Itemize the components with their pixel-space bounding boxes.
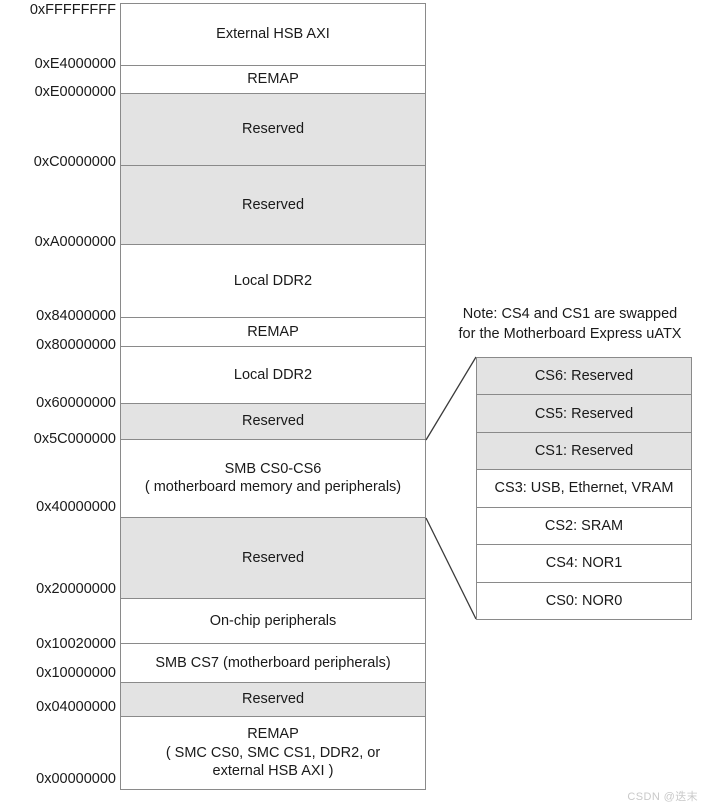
memory-block: Reserved (121, 165, 425, 246)
address-label-column: 0xFFFFFFFF 0xE4000000 0xE0000000 0xC0000000… (0, 0, 116, 812)
cs-row-label: CS0: NOR0 (545, 592, 623, 609)
address-label: 0xC0000000 (33, 154, 116, 170)
cs-row-label: CS3: USB, Ethernet, VRAM (494, 480, 674, 497)
address-label: 0x04000000 (36, 699, 116, 715)
memory-block-label: Reserved (241, 691, 305, 708)
address-label: 0x20000000 (36, 581, 116, 597)
memory-block-label: SMB CS7 (motherboard peripherals) (155, 655, 391, 672)
memory-block-label: REMAP (247, 71, 299, 88)
memory-block: Reserved (121, 683, 425, 718)
cs-row-label: CS4: NOR1 (545, 555, 623, 572)
cs-row: CS4: NOR1 (477, 545, 691, 583)
memory-block: Reserved (121, 517, 425, 600)
cs-row: CS5: Reserved (477, 395, 691, 433)
memory-block-label: Local DDR2 (233, 366, 313, 383)
memory-block-label: REMAP ( SMC CS0, SMC CS1, DDR2, or exter… (165, 726, 381, 780)
address-label: 0x00000000 (36, 771, 116, 787)
memory-block-label: Reserved (241, 413, 305, 430)
address-label: 0x60000000 (36, 395, 116, 411)
watermark: CSDN @迭末 (627, 791, 698, 803)
memory-block-label: Reserved (241, 196, 305, 213)
cs-row-label: CS1: Reserved (534, 443, 634, 460)
address-label: 0x10000000 (36, 665, 116, 681)
cs-row: CS6: Reserved (477, 358, 691, 396)
cs-row-label: CS2: SRAM (544, 517, 624, 534)
memory-block: SMB CS0-CS6 ( motherboard memory and per… (121, 439, 425, 518)
memory-block-label: External HSB AXI (216, 26, 330, 43)
memory-block: Local DDR2 (121, 347, 425, 404)
cs-row-label: CS6: Reserved (534, 368, 634, 385)
memory-block: SMB CS7 (motherboard peripherals) (121, 644, 425, 684)
cs-row-label: CS5: Reserved (534, 405, 634, 422)
address-label: 0x84000000 (36, 308, 116, 324)
memory-block-label: Reserved (241, 120, 305, 137)
cs-swap-note: Note: CS4 and CS1 are swapped for the Mo… (458, 306, 682, 342)
memory-block: REMAP ( SMC CS0, SMC CS1, DDR2, or exter… (121, 717, 425, 790)
memory-block: REMAP (121, 318, 425, 348)
address-label: 0xE4000000 (34, 56, 116, 72)
memory-block-label: REMAP (247, 323, 299, 340)
cs-row: CS0: NOR0 (477, 582, 691, 619)
memory-block-label: Local DDR2 (233, 273, 313, 290)
address-label: 0xE0000000 (34, 84, 116, 100)
address-label: 0x40000000 (36, 499, 116, 515)
memory-block: REMAP (121, 65, 425, 94)
memory-block: Reserved (121, 93, 425, 166)
cs-row: CS2: SRAM (477, 507, 691, 546)
memory-block-label: On-chip peripherals (209, 613, 337, 630)
cs-row: CS3: USB, Ethernet, VRAM (477, 470, 691, 508)
address-label: 0x10020000 (36, 636, 116, 652)
memory-block: External HSB AXI (121, 4, 425, 66)
memory-block: On-chip peripherals (121, 599, 425, 645)
memory-block-label: Reserved (241, 549, 305, 566)
memory-block: Local DDR2 (121, 245, 425, 319)
cs-row: CS1: Reserved (477, 432, 691, 471)
address-label: 0x80000000 (36, 337, 116, 353)
address-label: 0x5C000000 (33, 431, 116, 447)
address-label: 0xA0000000 (34, 234, 116, 250)
memory-block: Reserved (121, 403, 425, 440)
address-label: 0xFFFFFFFF (29, 2, 116, 18)
memory-block-label: SMB CS0-CS6 ( motherboard memory and per… (144, 460, 402, 496)
